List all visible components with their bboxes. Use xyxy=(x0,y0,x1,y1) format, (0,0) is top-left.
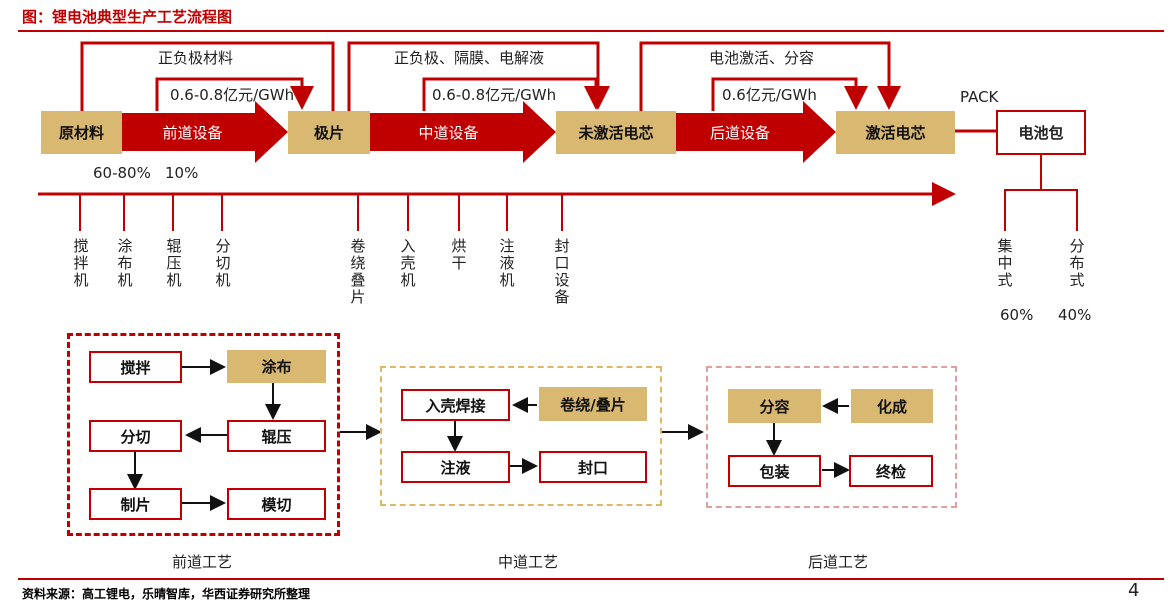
equipment-filling: 注液机 xyxy=(499,237,515,289)
back-process-frame xyxy=(706,366,957,508)
step-winding-stacking: 卷绕/叠片 xyxy=(539,387,647,421)
step-electrolyte-filling: 注液 xyxy=(401,451,510,483)
share-front-equipment: 10% xyxy=(165,164,199,182)
step-casing-welding: 入壳焊接 xyxy=(401,389,510,421)
label-cell-inputs: 正负极、隔膜、电解液 xyxy=(394,49,545,67)
source-note: 资料来源：高工锂电，乐晴智库，华西证券研究所整理 xyxy=(22,587,311,601)
step-final-inspection: 终检 xyxy=(849,455,933,487)
step-coating: 涂布 xyxy=(227,350,326,383)
share-centralized: 60% xyxy=(1000,306,1034,324)
step-formation: 化成 xyxy=(851,389,933,423)
label-front-equipment: 前道设备 xyxy=(162,123,223,142)
step-mixing: 搅拌 xyxy=(89,351,182,383)
step-packaging: 包装 xyxy=(728,455,821,487)
footer-divider xyxy=(18,578,1164,580)
label-pack: PACK xyxy=(960,88,999,106)
step-die-cutting: 模切 xyxy=(227,488,326,520)
bracket-raw-to-electrode xyxy=(80,41,335,111)
title-divider xyxy=(18,30,1164,32)
label-materials: 正负极材料 xyxy=(158,49,234,67)
node-battery-pack: 电池包 xyxy=(996,110,1086,155)
label-middle-equipment: 中道设备 xyxy=(418,123,479,142)
equipment-winding-stacking: 卷绕叠片 xyxy=(350,237,366,306)
caption-front-process: 前道工艺 xyxy=(172,553,233,571)
node-active-cell: 激活电芯 xyxy=(836,111,955,154)
step-sheet-making: 制片 xyxy=(89,488,182,520)
step-slitting: 分切 xyxy=(89,420,182,452)
equipment-slitter: 分切机 xyxy=(215,237,231,289)
label-back-cost: 0.6亿元/GWh xyxy=(722,86,817,104)
page-title: 图：锂电池典型生产工艺流程图 xyxy=(22,8,233,26)
bracket-cell-to-active xyxy=(639,41,901,111)
node-inactive-cell: 未激活电芯 xyxy=(556,111,676,154)
equipment-drying: 烘干 xyxy=(451,237,467,272)
step-rolling: 辊压 xyxy=(227,420,326,452)
stage-arrow-back xyxy=(676,101,836,163)
bracket-middle-cost xyxy=(422,77,608,111)
share-distributed: 40% xyxy=(1058,306,1092,324)
node-raw-material: 原材料 xyxy=(41,111,122,154)
bracket-back-cost xyxy=(711,77,868,111)
bracket-electrode-to-cell xyxy=(347,41,610,111)
label-back-equipment: 后道设备 xyxy=(709,123,770,142)
step-sealing: 封口 xyxy=(539,451,647,483)
pack-distributed: 分布式 xyxy=(1069,237,1085,289)
label-middle-cost: 0.6-0.8亿元/GWh xyxy=(432,86,557,104)
stage-arrow-middle xyxy=(370,101,556,163)
equipment-roller-press: 辊压机 xyxy=(166,237,182,289)
caption-back-process: 后道工艺 xyxy=(808,553,869,571)
equipment-casing: 入壳机 xyxy=(400,237,416,289)
equipment-sealing: 封口设备 xyxy=(554,237,570,306)
bracket-front-cost xyxy=(155,77,314,111)
step-grading: 分容 xyxy=(728,389,821,423)
pack-centralized: 集中式 xyxy=(997,237,1013,289)
equipment-coater: 涂布机 xyxy=(117,237,133,289)
front-process-frame xyxy=(67,333,340,536)
equipment-mixer: 搅拌机 xyxy=(73,237,89,289)
stage-arrow-front xyxy=(122,101,288,163)
middle-process-frame xyxy=(380,366,662,506)
node-electrode: 极片 xyxy=(288,111,370,154)
label-front-cost: 0.6-0.8亿元/GWh xyxy=(170,86,295,104)
page-number: 4 xyxy=(1128,580,1140,601)
label-activation: 电池激活、分容 xyxy=(709,49,815,67)
share-raw-material: 60-80% xyxy=(93,164,151,182)
caption-middle-process: 中道工艺 xyxy=(498,553,559,571)
